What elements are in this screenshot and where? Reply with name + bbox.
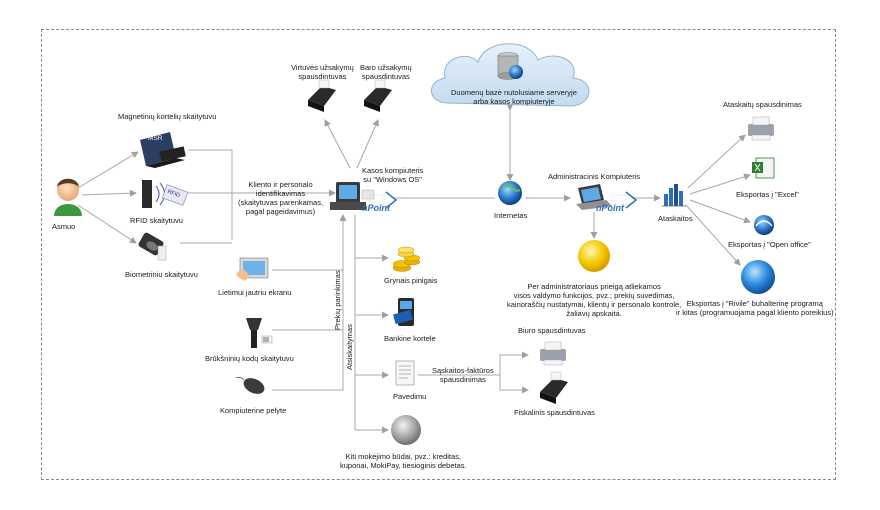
label-rfid-reader: RFID skaitytuvu [130,216,183,225]
excel-icon [752,157,775,179]
touch-screen-icon [236,257,269,281]
label-pos-npoint: nPoint [362,203,390,213]
label-admin-description: Per administratoriaus prieigą atliekamos… [507,282,682,318]
edge-person-rfid [81,189,137,197]
label-other-payment: Kiti mokėjimo būdai, pvz.: kreditas, kup… [340,452,467,470]
card-terminal-icon [393,298,414,326]
label-client-identification: Kliento ir personalo identifikavimas (sk… [238,180,324,216]
label-fiscal-printer: Fiskalinis spausdintuvas [514,408,595,417]
database-icon [497,52,523,80]
label-internet: Internetas [494,211,528,220]
label-invoice-printing: Sąskaitos-faktūros spausdinimas [432,366,494,384]
edge-msr-collector [188,149,233,240]
label-magnetic-reader: Magnetinių kortelių skaitytuvu [118,112,217,121]
label-export-excel: Eksportas į "Excel" [736,190,799,199]
label-biometric-reader: Biometriniu skaitytuvu [125,270,198,279]
label-export-openoffice: Eksportas į "Open office" [728,240,811,249]
label-product-selection: Prekių parinkimas [333,270,342,330]
edge-touch-pos [272,214,347,271]
pos-npoint-mark [369,191,398,209]
edge-reports-rivile [685,204,741,266]
biometric-reader-icon [138,232,167,261]
openoffice-icon [754,215,774,235]
edge-reports-excel [689,173,751,195]
diagram-frame [41,29,836,480]
mouse-icon [235,376,265,394]
internet-globe-icon [498,181,522,205]
label-msr-tag: MSR [148,135,163,142]
label-cloud-db: Duomenų bazė nutolusiame serveryje arba … [451,88,577,106]
label-report-printing: Ataskaitų spausdinimas [723,100,802,109]
other-payment-sphere-icon [391,415,421,445]
label-export-rivile: Eksportas į "Rivile" buhalterinę program… [676,299,834,317]
reports-chart-icon [662,184,686,207]
label-kitchen-printer: Virtuvės užsakymų spausdintuvas [291,63,354,81]
edge-transfer-printers [418,351,529,376]
magnetic-card-reader-icon [140,132,186,168]
label-reports: Ataskaitos [658,214,693,223]
bar-printer-icon [364,79,392,112]
invoice-document-icon [395,360,415,386]
kitchen-printer-icon [308,79,336,112]
edge-reports-print [687,134,746,189]
label-bank-card: Bankine kortele [384,334,436,343]
rivile-sphere-icon [741,260,775,294]
edge-person-bio [77,204,137,244]
edge-reports-oo [689,199,751,224]
fiscal-printer-icon [540,371,568,404]
label-admin-npoint: nPoint [596,203,624,213]
admin-functions-sphere-icon [578,240,610,272]
cash-coins-icon [392,246,421,272]
barcode-scanner-icon [246,318,273,348]
label-office-printer: Biuro spausdintuvas [518,326,586,335]
label-mouse: Kompiuterine pelyte [220,406,287,415]
label-pos-computer: Kasos kompiuteris su "Windows OS" [362,166,424,184]
edges [77,104,751,434]
label-barcode-scanner: Brūkšninių kodų skaitytuvu [205,354,294,363]
office-printer-icon [540,341,566,366]
label-settlement: Atsiskaitymas [345,324,354,370]
label-transfer: Pavedimu [393,392,427,401]
admin-npoint-mark [611,191,638,209]
edge-mouse-pos [272,260,344,391]
report-printer-icon [748,116,774,141]
edge-pos-bar [356,119,379,169]
rfid-reader-icon [142,180,189,208]
label-admin-computer: Administracinis Kompiuteris [548,172,641,181]
admin-laptop-icon [576,184,612,210]
edge-person-msr [77,151,139,189]
label-touch-screen: Lietimui jautriu ekranu [218,288,292,297]
label-person: Asmuo [52,222,76,231]
person-icon [54,178,82,216]
label-cash: Grynais pinigais [384,276,438,285]
pos-computer-icon [330,182,375,210]
edge-invoice-fiscal [499,375,529,394]
edge-pos-kitchen [324,119,351,169]
label-bar-printer: Baro užsakymų spausdintuvas [360,63,412,81]
